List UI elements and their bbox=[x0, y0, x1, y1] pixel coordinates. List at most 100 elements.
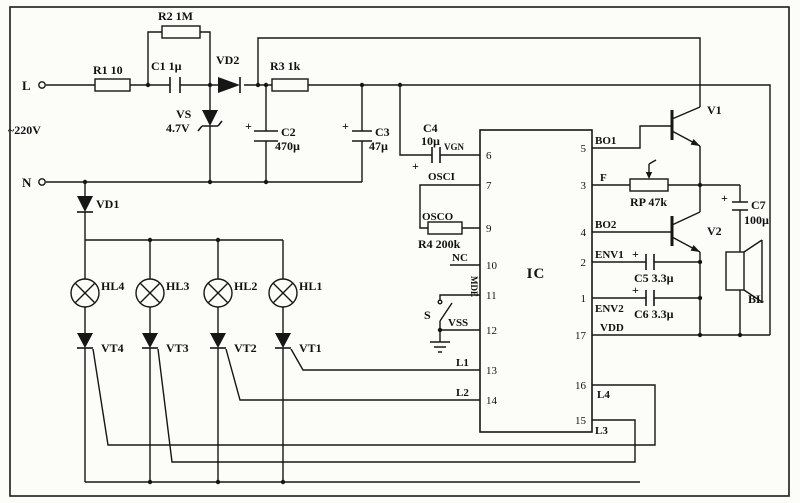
vt1-label: VT1 bbox=[299, 341, 322, 355]
vd1-label: VD1 bbox=[96, 197, 119, 211]
junction bbox=[280, 479, 286, 485]
c3-value-label: 47µ bbox=[369, 139, 388, 153]
capacitor-c3-symbol: + C3 47µ bbox=[342, 119, 390, 153]
bl-label: BL bbox=[748, 292, 764, 306]
junction bbox=[697, 295, 703, 301]
capacitor-c1-symbol: C1 1µ bbox=[151, 59, 182, 93]
c2-label: C2 bbox=[281, 125, 296, 139]
pin-number-13: 13 bbox=[486, 365, 498, 377]
c2-plus: + bbox=[245, 119, 252, 133]
transistor-v2-symbol: V2 bbox=[670, 211, 722, 253]
vs-label: VS bbox=[176, 107, 192, 121]
v1-label: V1 bbox=[707, 103, 722, 117]
c1-label: C1 1µ bbox=[151, 59, 182, 73]
wire bbox=[419, 184, 480, 342]
junction bbox=[215, 237, 221, 243]
pin-number-10: 10 bbox=[486, 260, 498, 272]
pin-name-env1: ENV1 bbox=[595, 249, 624, 261]
wire bbox=[92, 348, 656, 463]
c6-label: C6 3.3µ bbox=[634, 307, 674, 321]
pin-number-4: 4 bbox=[581, 227, 587, 239]
terminal-l: L bbox=[22, 78, 46, 93]
v2-label: V2 bbox=[707, 224, 722, 238]
capacitor-c6-symbol: + C6 3.3µ bbox=[632, 283, 674, 321]
pin-number-9: 9 bbox=[486, 223, 492, 235]
c4-value-label: 10µ bbox=[421, 134, 440, 148]
c7-plus: + bbox=[721, 191, 728, 205]
junction bbox=[207, 179, 213, 185]
pin-name-osci: OSCI bbox=[428, 171, 455, 183]
junction bbox=[263, 179, 269, 185]
r2-label: R2 1M bbox=[158, 9, 193, 23]
lamp-hl2-symbol: HL2 bbox=[203, 278, 257, 308]
pin-number-2: 2 bbox=[581, 257, 587, 269]
pin-number-6: 6 bbox=[486, 150, 492, 162]
junction bbox=[263, 82, 269, 88]
pin-number-16: 16 bbox=[575, 380, 587, 392]
vd2-label: VD2 bbox=[216, 53, 239, 67]
diode-vd2-symbol: VD2 bbox=[216, 53, 241, 93]
junction bbox=[697, 182, 703, 188]
lamp-hl1-symbol: HL1 bbox=[268, 278, 322, 308]
c3-plus: + bbox=[342, 119, 349, 133]
capacitor-c7-symbol: + C7 100µ bbox=[721, 191, 769, 227]
pin-name-l1: L1 bbox=[456, 357, 469, 369]
thyristor-vt1-symbol: VT1 bbox=[275, 333, 322, 355]
potentiometer-rp-symbol: RP 47k bbox=[629, 159, 669, 209]
ic-label: IC bbox=[527, 266, 546, 282]
pin-name-l4: L4 bbox=[597, 389, 610, 401]
pin-number-3: 3 bbox=[581, 180, 587, 192]
r4-label: R4 200k bbox=[418, 237, 461, 251]
c7-value-label: 100µ bbox=[744, 213, 769, 227]
lamp-hl4-symbol: HL4 bbox=[70, 278, 124, 308]
resistor-r4-symbol: R4 200k bbox=[418, 221, 463, 251]
capacitor-c2-symbol: + C2 470µ bbox=[245, 119, 300, 153]
capacitor-c4-symbol: + C4 10µ bbox=[412, 121, 441, 173]
capacitor-c5-symbol: + C5 3.3µ bbox=[632, 247, 674, 285]
resistor-r3-symbol: R3 1k bbox=[270, 59, 309, 92]
c4-label: C4 bbox=[423, 121, 438, 135]
junction bbox=[437, 327, 443, 333]
c6-plus: + bbox=[632, 283, 639, 297]
speaker-bl-symbol: BL bbox=[725, 239, 764, 306]
ground-symbol bbox=[430, 341, 450, 353]
pin-name-vgn: VGN bbox=[444, 142, 465, 152]
wire bbox=[592, 125, 770, 336]
ic-outline: IC bbox=[479, 129, 593, 433]
pin-name-env2: ENV2 bbox=[595, 303, 624, 315]
junction bbox=[697, 332, 703, 338]
pin-number-11: 11 bbox=[486, 290, 497, 302]
pin-number-5: 5 bbox=[581, 143, 587, 155]
junction-dots bbox=[82, 82, 743, 485]
junction bbox=[255, 82, 261, 88]
pin-number-17: 17 bbox=[575, 330, 587, 342]
pin-name-bo2: BO2 bbox=[595, 219, 617, 231]
mains-voltage-label: ~220V bbox=[8, 123, 41, 137]
c7-label: C7 bbox=[751, 198, 766, 212]
pin-name-l3: L3 bbox=[595, 425, 608, 437]
junction bbox=[145, 82, 151, 88]
pin-name-osco: OSCO bbox=[422, 211, 454, 223]
c2-value-label: 470µ bbox=[275, 139, 300, 153]
hl2-label: HL2 bbox=[234, 279, 257, 293]
thyristor-vt3-symbol: VT3 bbox=[142, 333, 189, 355]
ic-pin-numbers: 6 7 9 10 11 12 13 14 5 3 4 2 1 17 16 15 bbox=[486, 143, 587, 427]
pin-number-7: 7 bbox=[486, 180, 492, 192]
terminal-n-label: N bbox=[22, 175, 32, 190]
terminal-l-label: L bbox=[22, 78, 31, 93]
vt3-label: VT3 bbox=[166, 341, 189, 355]
junction bbox=[215, 479, 221, 485]
thyristor-vt2-symbol: VT2 bbox=[210, 333, 257, 355]
pin-number-1: 1 bbox=[581, 293, 587, 305]
rp-label: RP 47k bbox=[630, 195, 667, 209]
r1-label: R1 10 bbox=[93, 63, 123, 77]
hl1-label: HL1 bbox=[299, 279, 322, 293]
pin-name-mde: MDE bbox=[469, 276, 479, 297]
junction bbox=[397, 82, 403, 88]
hl4-label: HL4 bbox=[101, 279, 124, 293]
pin-number-14: 14 bbox=[486, 395, 498, 407]
c4-plus: + bbox=[412, 159, 419, 173]
diagram-border bbox=[9, 6, 790, 497]
